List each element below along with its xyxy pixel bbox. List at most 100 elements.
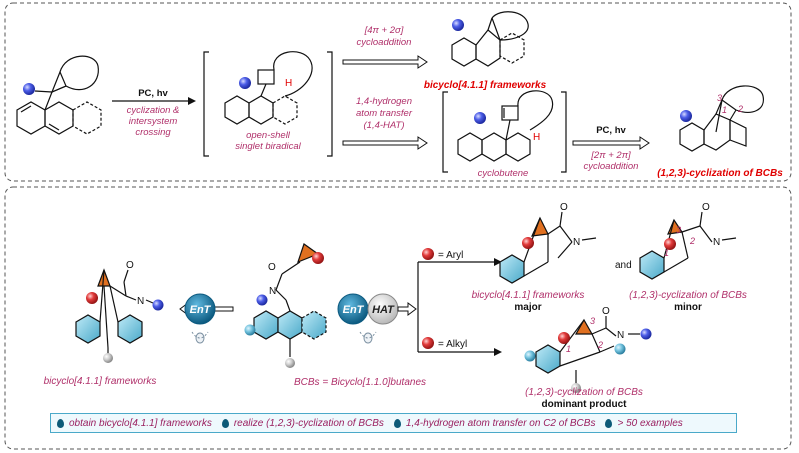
red-ball-icon: [522, 237, 534, 249]
h-atom-label: H: [533, 132, 540, 143]
gray-ball-icon: [103, 353, 113, 363]
lower-arrow-line1: 1,4-hydrogen: [356, 96, 412, 107]
left-product-label: bicyclo[4.1.1] frameworks: [44, 376, 157, 387]
summary-bar: obtain bicyclo[4.1.1] frameworks realize…: [50, 413, 737, 433]
summary-item: realize (1,2,3)-cyclization of BCBs: [221, 417, 384, 429]
step1-line1: cyclization &: [127, 105, 180, 116]
aryl-product1-note: major: [514, 302, 541, 313]
number-3: 3: [590, 316, 595, 326]
number-1: 1: [566, 344, 571, 354]
blue-ball-icon: [152, 299, 164, 311]
aryl-product1-label: bicyclo[4.1.1] frameworks: [472, 290, 585, 301]
ent-catalyst-icon: [184, 293, 216, 325]
number-2: 2: [689, 236, 695, 246]
red-ball-icon: [558, 332, 570, 344]
number-3: 3: [717, 93, 722, 103]
reagent-label: PC, hv: [138, 88, 168, 99]
light-bulb-icon: [191, 331, 209, 344]
blue-ball-icon: [680, 110, 692, 122]
red-ball-icon: [312, 252, 324, 264]
biradical-line2: singlet biradical: [235, 141, 301, 152]
o-atom: O: [268, 262, 276, 273]
lower-product-structure: [679, 85, 764, 152]
biradical-structure: [224, 51, 313, 125]
n-atom: N: [269, 286, 276, 297]
starting-material: [16, 55, 102, 135]
bottom-panel-frame: [4, 186, 792, 450]
lower-arrow-line2: atom transfer: [356, 108, 413, 119]
red-ball-icon: [86, 292, 98, 304]
blue-ball-icon: [452, 19, 464, 31]
cyclobutene-structure: [457, 90, 554, 162]
summary-text: 1,4-hydrogen atom transfer on C2 of BCBs: [405, 417, 596, 429]
o-atom: O: [560, 202, 568, 213]
and-label: and: [615, 260, 632, 271]
pin-icon: [221, 418, 229, 428]
aryl-product2-note: minor: [674, 302, 702, 313]
second-arrow-line2: cycloaddition: [584, 161, 639, 172]
upper-arrow-line1: [4π + 2σ]: [364, 25, 404, 36]
teal-ball-icon: [524, 350, 536, 362]
blue-ball-icon: [474, 112, 486, 124]
pin-icon: [393, 418, 401, 428]
number-1: 1: [664, 248, 669, 258]
second-reagent: PC, hv: [596, 125, 626, 136]
number-3: 3: [676, 225, 681, 235]
lower-hollow-arrow: [342, 136, 428, 150]
bracket-left: [203, 51, 209, 157]
blue-ball-icon: [256, 294, 268, 306]
upper-hollow-arrow: [342, 55, 428, 69]
cyclobutene-label: cyclobutene: [478, 168, 529, 179]
h-atom-label: H: [285, 78, 292, 89]
ent-label: EnT: [343, 304, 365, 316]
red-ball-icon: [422, 337, 434, 349]
summary-item: 1,4-hydrogen atom transfer on C2 of BCBs: [393, 417, 596, 429]
ent-label: EnT: [190, 304, 212, 316]
forward-hollow-arrow: [397, 302, 417, 316]
second-hollow-arrow: [572, 136, 650, 150]
blue-ball-icon: [239, 77, 251, 89]
upper-product-label: bicyclo[4.1.1] frameworks: [424, 80, 547, 91]
n-atom: N: [137, 296, 144, 307]
pin-icon: [605, 418, 613, 428]
aryl-label: = Aryl: [438, 250, 463, 261]
o-atom: O: [126, 260, 134, 271]
upper-product-structure: [451, 11, 529, 67]
bracket-left: [442, 91, 448, 173]
n-atom: N: [617, 330, 624, 341]
bcb-definition: BCBs = Bicyclo[1.1.0]butanes: [294, 377, 426, 388]
teal-ball-icon: [614, 343, 626, 355]
aryl-product2-label: (1,2,3)-cyclization of BCBs: [629, 290, 747, 301]
upper-arrow-line2: cycloaddition: [357, 37, 412, 48]
second-arrow-line1: [2π + 2π]: [590, 150, 631, 161]
bracket-right: [561, 91, 567, 173]
alkyl-product-label: (1,2,3)-cyclization of BCBs: [525, 387, 643, 398]
summary-item: > 50 examples: [605, 417, 683, 429]
left-product-structure: [75, 268, 143, 356]
number-1: 1: [722, 105, 727, 115]
pin-icon: [57, 418, 64, 428]
red-ball-icon: [422, 248, 434, 260]
summary-item: obtain bicyclo[4.1.1] frameworks: [57, 418, 212, 429]
hat-label: HAT: [372, 304, 395, 316]
blue-ball-icon: [23, 83, 35, 95]
summary-text: obtain bicyclo[4.1.1] frameworks: [69, 417, 212, 429]
number-2: 2: [597, 340, 603, 350]
biradical-line1: open-shell: [246, 130, 291, 141]
top-panel-frame: [4, 2, 792, 182]
aryl-product1-structure: [499, 211, 597, 284]
light-bulb-icon: [359, 331, 377, 344]
step1-line2: intersystem: [129, 116, 178, 127]
summary-text: realize (1,2,3)-cyclization of BCBs: [233, 417, 384, 429]
aryl-product2-structure: [639, 211, 737, 280]
gray-ball-icon: [285, 358, 295, 368]
o-atom: O: [702, 202, 710, 213]
alkyl-product-note: dominant product: [542, 399, 628, 410]
teal-ball-icon: [244, 324, 256, 336]
lower-product-label: (1,2,3)-cyclization of BCBs: [657, 168, 783, 179]
gray-ball-icon: [571, 383, 581, 393]
summary-text: > 50 examples: [617, 417, 683, 429]
number-2: 2: [737, 104, 743, 114]
bracket-right: [327, 51, 333, 157]
